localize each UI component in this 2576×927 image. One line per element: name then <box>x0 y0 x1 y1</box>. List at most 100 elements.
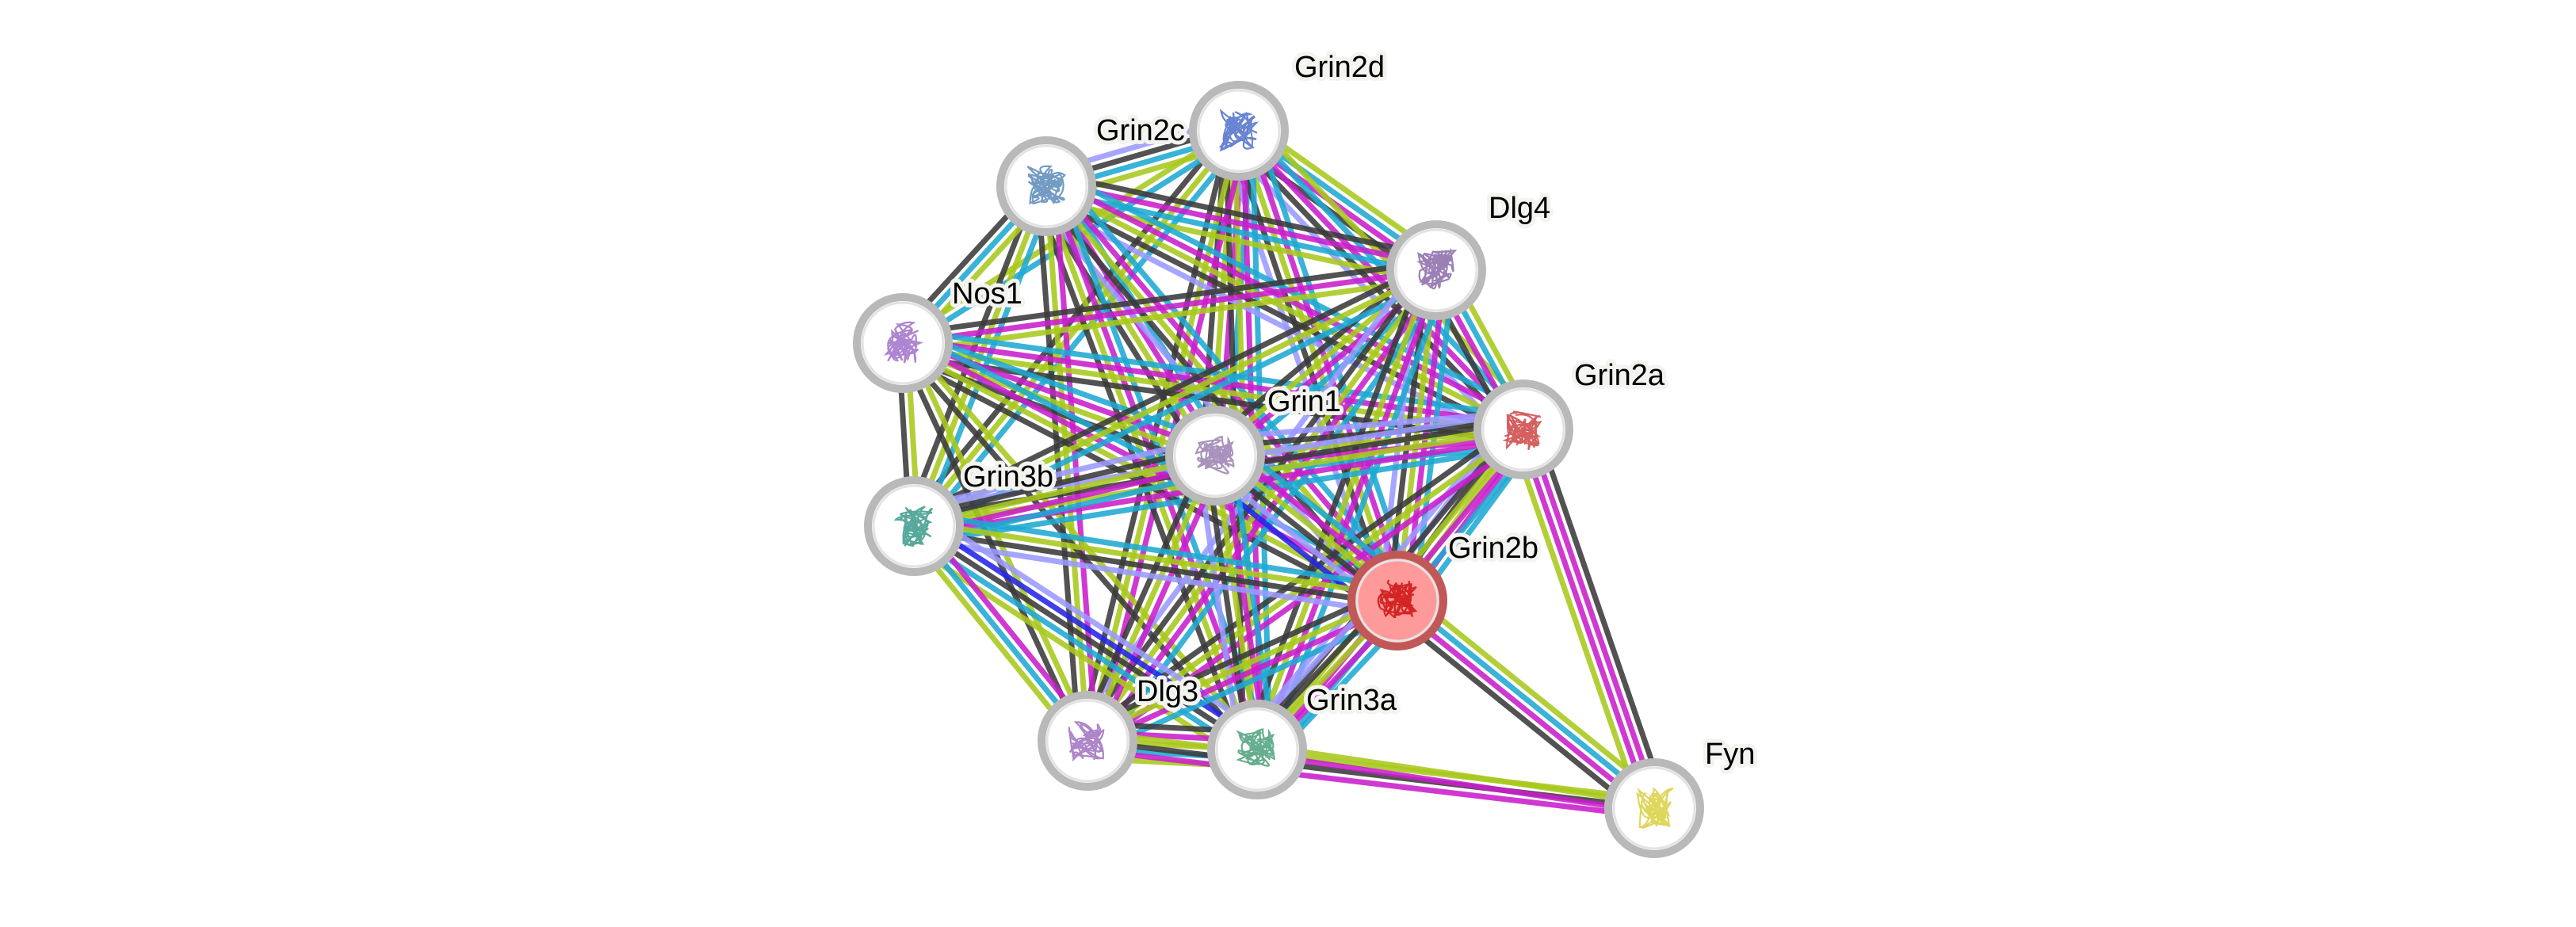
edge-line-textmining <box>1084 454 1218 742</box>
edge-line-known-experimental <box>1256 750 1654 815</box>
node-inner-ring <box>1394 228 1478 312</box>
node-label[interactable]: Grin3a <box>1306 684 1397 717</box>
node-label-halo: Nos1 <box>952 277 1022 311</box>
edge-line-coexpression <box>1533 424 1669 805</box>
edge-grin1-dlg3[interactable] <box>1076 451 1226 746</box>
node-inner-ring <box>1045 699 1129 783</box>
edge-line-known-experimental <box>1046 179 1438 269</box>
edge-line-coexpression <box>1203 456 1252 752</box>
node-fyn[interactable] <box>1604 758 1704 858</box>
edge-line-textmining <box>1045 183 1525 433</box>
node-label-halo: Grin1 <box>1267 385 1341 418</box>
node-grin2b[interactable] <box>1347 551 1447 650</box>
node-label-halo: Grin2a <box>1574 359 1665 392</box>
node-inner-ring <box>1355 559 1439 643</box>
node-label-halo: Dlg3 <box>1137 675 1198 708</box>
edge-line-known-experimental <box>1221 453 1269 749</box>
edge-line-coexpression <box>901 258 1435 338</box>
node-label-halo: Grin3b <box>963 460 1053 494</box>
edge-line-textmining <box>914 519 1399 600</box>
node-inner-ring <box>1481 387 1565 471</box>
edge-line-coexpression <box>912 527 1397 608</box>
node-inner-ring <box>1004 144 1088 228</box>
edge-line-coexpression <box>1242 265 1427 746</box>
node-label-halo: Grin3a <box>1306 684 1397 717</box>
edge-line-known-curated <box>1398 595 1659 807</box>
protein-structure-icon <box>1636 787 1674 830</box>
protein-structure-icon <box>1416 247 1458 290</box>
edge-grin3b-grin2b[interactable] <box>911 510 1401 616</box>
node-inner-ring <box>872 484 956 568</box>
protein-structure-icon <box>1026 165 1067 205</box>
edge-line-textmining <box>904 340 1095 741</box>
edge-line-known-experimental <box>1258 270 1443 753</box>
edge-line-known-experimental <box>1086 746 1654 820</box>
edge-grin2a-fyn[interactable] <box>1508 424 1669 814</box>
edge-line-coexpression <box>1078 263 1431 738</box>
protein-structure-icon <box>1218 108 1259 152</box>
edge-grin3a-fyn[interactable] <box>1256 742 1656 815</box>
edge-line-known-curated <box>1057 173 1413 592</box>
edge-line-known-curated <box>1045 187 1436 277</box>
edge-line-homology <box>911 536 1397 616</box>
edge-line-textmining <box>913 452 1216 529</box>
edge-line-known-experimental <box>1393 601 1653 814</box>
edge-line-known-experimental <box>1092 273 1446 748</box>
node-grin2a[interactable] <box>1473 380 1573 479</box>
node-label[interactable]: Dlg4 <box>1489 192 1550 225</box>
node-inner-ring <box>861 301 945 385</box>
node-label-halo: Grin2d <box>1294 51 1385 84</box>
protein-structure-icon <box>1502 410 1542 451</box>
edge-line-homology <box>1194 457 1243 753</box>
node-circle[interactable] <box>1386 220 1486 320</box>
node-label-halo: Grin2c <box>1096 114 1185 147</box>
edge-line-known-experimental <box>1524 427 1661 808</box>
node-label[interactable]: Grin2d <box>1294 51 1385 84</box>
node-label[interactable]: Grin2a <box>1574 359 1665 392</box>
protein-structure-icon <box>1194 435 1235 475</box>
edge-line-coexpression <box>1048 170 1440 261</box>
node-inner-ring <box>1173 414 1257 498</box>
edge-nos1-dlg4[interactable] <box>901 258 1438 355</box>
node-label[interactable]: Grin3b <box>963 460 1053 494</box>
node-label-halo: Fyn <box>1705 738 1755 771</box>
edge-line-textmining <box>1084 130 1242 742</box>
protein-structure-icon <box>884 321 923 364</box>
node-label[interactable]: Grin2b <box>1448 532 1538 565</box>
edge-line-textmining <box>1084 593 1397 740</box>
node-dlg3[interactable] <box>1038 691 1137 791</box>
node-grin2c[interactable] <box>996 136 1096 236</box>
edge-line-known-curated <box>906 328 1221 446</box>
node-nos1[interactable] <box>853 293 953 393</box>
node-inner-ring <box>1197 89 1281 173</box>
node-label[interactable]: Dlg3 <box>1137 675 1198 708</box>
edge-line-coexpression <box>908 259 1434 521</box>
node-label[interactable]: Grin2c <box>1096 114 1185 147</box>
labels-layer: Grin2dGrin2dGrin2cGrin2cDlg4Dlg4Nos1Nos1… <box>948 47 1759 775</box>
node-label[interactable]: Grin1 <box>1267 385 1341 418</box>
edge-line-textmining <box>1085 268 1439 743</box>
edge-line-known-curated <box>915 510 1401 591</box>
node-inner-ring <box>1215 708 1299 792</box>
edge-grin2b-fyn[interactable] <box>1387 588 1664 821</box>
node-label-halo: Dlg4 <box>1489 192 1550 225</box>
node-label[interactable]: Nos1 <box>952 277 1022 311</box>
node-label[interactable]: Fyn <box>1705 738 1755 771</box>
node-grin1[interactable] <box>1165 406 1265 505</box>
node-grin2d[interactable] <box>1189 81 1289 181</box>
edge-line-textmining <box>1404 588 1664 800</box>
node-grin3b[interactable] <box>864 476 964 576</box>
edge-line-known-experimental <box>1092 458 1226 746</box>
edge-line-homology <box>909 436 1212 512</box>
edge-line-textmining <box>1257 742 1656 807</box>
edge-line-homology <box>1213 409 1523 441</box>
edge-line-coexpression <box>1387 608 1648 821</box>
edge-line-coexpression <box>1076 451 1210 738</box>
edge-line-textmining <box>904 338 1263 749</box>
node-grin3a[interactable] <box>1207 700 1307 799</box>
node-label-halo: Grin2b <box>1448 532 1538 565</box>
node-dlg4[interactable] <box>1386 220 1486 320</box>
edge-dlg4-grin3a[interactable] <box>1242 265 1451 755</box>
node-inner-ring <box>1612 766 1696 850</box>
